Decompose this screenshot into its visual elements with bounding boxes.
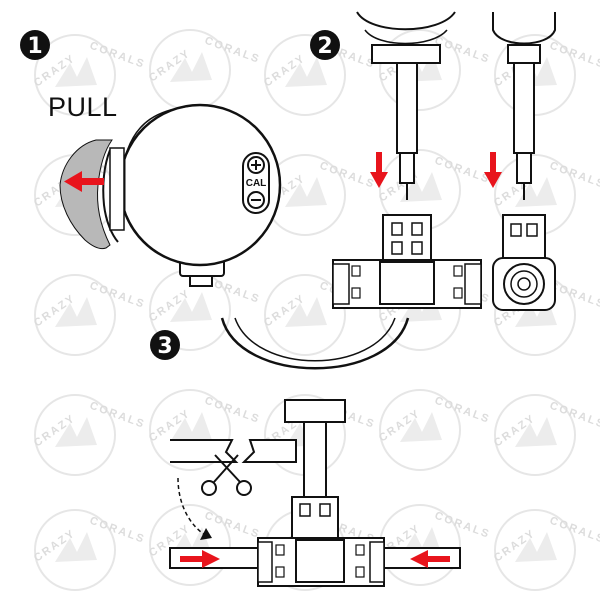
- minus-button-icon[interactable]: [247, 191, 265, 209]
- cal-label: CAL: [246, 178, 267, 189]
- step-2-badge: 2: [310, 30, 340, 60]
- calibration-button-panel: CAL: [242, 152, 270, 214]
- step-3-number: 3: [157, 334, 172, 359]
- tubing-cut: [170, 439, 297, 463]
- move-arrow-head: [200, 528, 212, 540]
- t-fitting-installed: [169, 496, 461, 587]
- pull-cap-edge: [102, 149, 119, 243]
- pull-arrow-icon: [64, 171, 104, 192]
- step-3-badge: 3: [150, 330, 180, 360]
- sensor-body: [109, 103, 282, 287]
- probe-front-view: [356, 11, 456, 200]
- step-2-number: 2: [317, 34, 332, 59]
- sensor-bottom-assembly: [220, 317, 410, 498]
- t-fitting-front: [332, 214, 482, 309]
- scissors-icon: [201, 454, 252, 496]
- push-in-arrow-right-icon: [410, 550, 450, 568]
- push-in-arrow-left-icon: [180, 550, 220, 568]
- t-fitting-side: [492, 214, 556, 311]
- step-1-badge: 1: [20, 30, 50, 60]
- probe-side-view: [492, 12, 556, 200]
- move-arrow-icon: [177, 477, 206, 536]
- step-1-number: 1: [27, 34, 42, 59]
- pull-label: PULL: [48, 92, 118, 122]
- plus-button-icon[interactable]: [247, 156, 265, 174]
